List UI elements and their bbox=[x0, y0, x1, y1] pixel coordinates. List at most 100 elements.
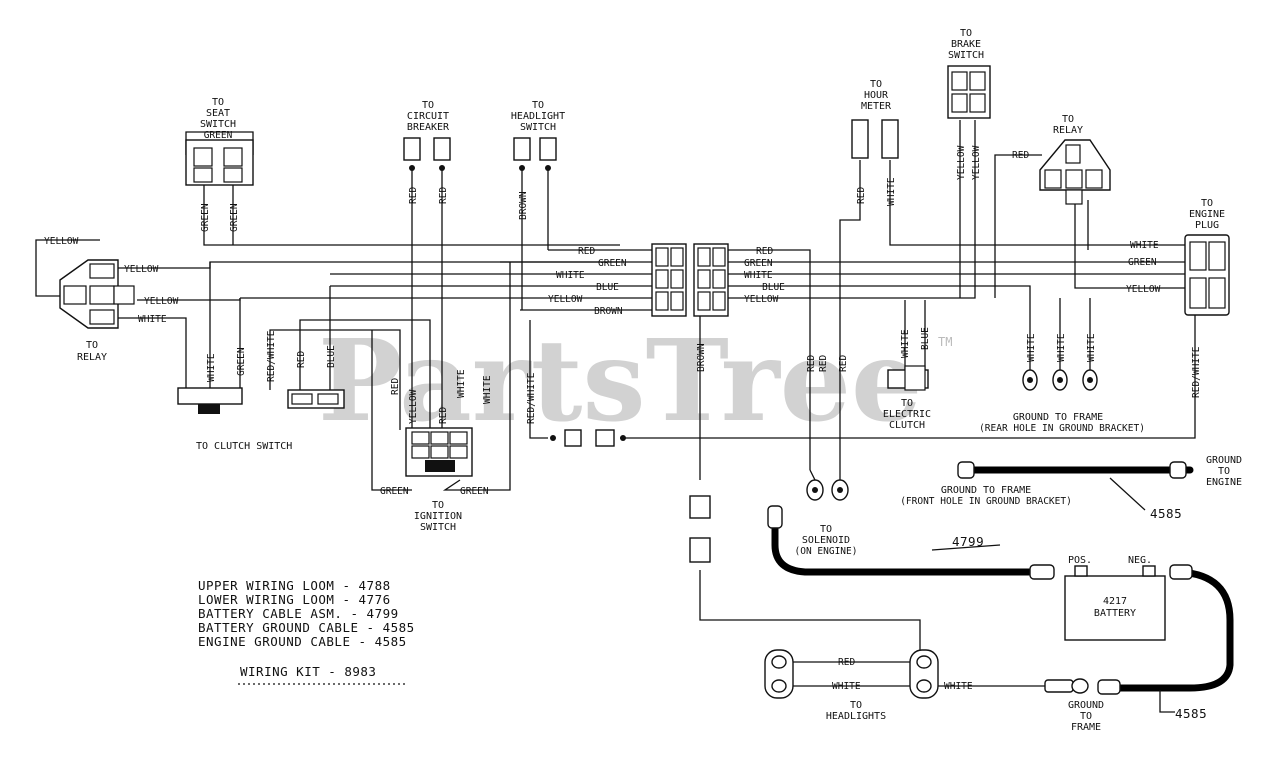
wire-label-green-ign-1: GREEN bbox=[380, 486, 409, 497]
red-white-inline-connector bbox=[550, 429, 626, 447]
relay-right-label-2: RELAY bbox=[1053, 125, 1083, 136]
electric-clutch-label-1: TO bbox=[901, 398, 913, 409]
wire-label-green-seat-1: GREEN bbox=[200, 203, 211, 232]
wire-label-yellow-out: YELLOW bbox=[744, 294, 779, 305]
headlight-switch-label-3: SWITCH bbox=[520, 122, 556, 133]
circuit-breaker-label-3: BREAKER bbox=[407, 122, 450, 133]
wire-label-white-out: WHITE bbox=[744, 270, 773, 281]
seat-switch-label-2: SEAT bbox=[206, 108, 230, 119]
legend-line-2: LOWER WIRING LOOM - 4776 bbox=[198, 592, 391, 607]
ground-frame-rear-note: (REAR HOLE IN GROUND BRACKET) bbox=[979, 423, 1145, 434]
headlight-switch-terminals bbox=[513, 137, 557, 171]
engine-plug-label-3: PLUG bbox=[1195, 220, 1219, 231]
circuit-breaker-terminals bbox=[403, 137, 451, 171]
brown-wire-connector bbox=[689, 495, 711, 563]
ground-frame-bottom-label-2: TO bbox=[1080, 711, 1092, 722]
watermark: PartsTree bbox=[318, 316, 922, 447]
wire-label-brown-down: BROWN bbox=[696, 343, 707, 372]
wire-label-white-gnd-1: WHITE bbox=[1026, 333, 1037, 362]
wire-label-white-ground: WHITE bbox=[944, 681, 973, 692]
solenoid-label-2: SOLENOID bbox=[802, 535, 850, 546]
wire-label-yellow-brake-1: YELLOW bbox=[956, 145, 967, 180]
ignition-switch-label-3: SWITCH bbox=[420, 522, 456, 533]
wire-label-redwhite-plug: RED/WHITE bbox=[1191, 346, 1202, 398]
legend: UPPER WIRING LOOM - 4788 LOWER WIRING LO… bbox=[198, 578, 415, 685]
headlight-switch-label-2: HEADLIGHT bbox=[511, 111, 565, 122]
clutch-switch-connectors bbox=[177, 387, 345, 414]
part-number-4585-top: 4585 bbox=[1150, 506, 1182, 521]
wire-label-red-hm: RED bbox=[856, 187, 867, 204]
ground-cable-top-ends bbox=[957, 461, 1187, 479]
ground-frame-bottom-label-3: FRAME bbox=[1071, 722, 1101, 733]
wire-label-green-plug: GREEN bbox=[1128, 257, 1157, 268]
battery-label-1: 4217 bbox=[1103, 596, 1127, 607]
wire-label-red-sol-1: RED bbox=[806, 355, 817, 372]
brake-switch-label-3: SWITCH bbox=[948, 50, 984, 61]
wire-label-green-bus: GREEN bbox=[598, 258, 627, 269]
electric-clutch-connector bbox=[887, 365, 929, 391]
wire-label-red-clutch: RED bbox=[296, 351, 307, 368]
brake-switch-connector bbox=[947, 65, 991, 119]
wire-label-red-cb-2: RED bbox=[438, 187, 449, 204]
ground-engine-label-2: TO bbox=[1218, 466, 1230, 477]
hour-meter-label-3: METER bbox=[861, 101, 892, 112]
ignition-switch-label-1: TO bbox=[432, 500, 444, 511]
wire-label-green-out: GREEN bbox=[744, 258, 773, 269]
wire-label-redwhite-clutch: RED/WHITE bbox=[266, 330, 277, 382]
relay-left-label-1: TO bbox=[86, 340, 98, 351]
headlights-label-1: TO bbox=[850, 700, 862, 711]
wires bbox=[35, 120, 1196, 687]
wire-label-red-sol-2: RED bbox=[818, 355, 829, 372]
seat-switch-wire-green: GREEN bbox=[204, 130, 233, 141]
ground-frame-rear-label: GROUND TO FRAME bbox=[1013, 412, 1103, 423]
battery-pos-label: POS. bbox=[1068, 555, 1092, 566]
wire-label-brown-hs: BROWN bbox=[518, 191, 529, 220]
relay-left-connector bbox=[59, 259, 135, 329]
headlight-terminals bbox=[764, 649, 939, 699]
ground-frame-bottom-label-1: GROUND bbox=[1068, 700, 1104, 711]
wire-label-blue-bus: BLUE bbox=[596, 282, 619, 293]
wire-label-white-ign: WHITE bbox=[456, 369, 467, 398]
harness-connector-right bbox=[693, 243, 729, 317]
seat-switch-label-3: SWITCH bbox=[200, 119, 236, 130]
headlight-switch-label-1: TO bbox=[532, 100, 544, 111]
wire-label-yellow-relay-loop: YELLOW bbox=[44, 236, 79, 247]
wire-label-blue-ec: BLUE bbox=[920, 327, 931, 350]
clutch-switch-label: TO CLUTCH SWITCH bbox=[196, 441, 292, 452]
wire-label-white-gnd-3: WHITE bbox=[1086, 333, 1097, 362]
component-labels: TO SEAT SWITCH GREEN TO CIRCUIT BREAKER … bbox=[77, 28, 1242, 733]
wire-label-white-gnd-2: WHITE bbox=[1056, 333, 1067, 362]
battery-cable-ends bbox=[767, 505, 1055, 580]
engine-plug-label-1: TO bbox=[1201, 198, 1213, 209]
wire-label-red-ign-2: RED bbox=[438, 407, 449, 424]
harness-connector-left bbox=[651, 243, 687, 317]
legend-line-5: ENGINE GROUND CABLE - 4585 bbox=[198, 634, 407, 649]
solenoid-ring-terminals bbox=[806, 479, 849, 501]
hour-meter-label-1: TO bbox=[870, 79, 882, 90]
wire-label-red-cb-1: RED bbox=[408, 187, 419, 204]
wire-label-yellow-relay-1: YELLOW bbox=[124, 264, 159, 275]
wire-label-white-ec: WHITE bbox=[900, 329, 911, 358]
part-number-4799: 4799 bbox=[952, 534, 984, 549]
solenoid-label-3: (ON ENGINE) bbox=[795, 546, 858, 557]
wire-label-yellow-plug: YELLOW bbox=[1126, 284, 1161, 295]
wire-label-red-ign: RED bbox=[390, 378, 401, 395]
wire-label-white-clutch: WHITE bbox=[206, 353, 217, 382]
wire-label-yellow-relay-2: YELLOW bbox=[144, 296, 179, 307]
ground-frame-front-label: GROUND TO FRAME bbox=[941, 485, 1031, 496]
wire-label-red-bus: RED bbox=[578, 246, 595, 257]
wire-label-red-relay: RED bbox=[1012, 150, 1029, 161]
wire-label-green-ign-2: GREEN bbox=[460, 486, 489, 497]
legend-line-4: BATTERY GROUND CABLE - 4585 bbox=[198, 620, 415, 635]
part-number-4585-bottom: 4585 bbox=[1175, 706, 1207, 721]
wire-label-blue-out: BLUE bbox=[762, 282, 785, 293]
ground-engine-label-3: ENGINE bbox=[1206, 477, 1242, 488]
wire-label-blue-clutch: BLUE bbox=[326, 345, 337, 368]
ground-cable-bottom bbox=[1101, 568, 1234, 692]
hour-meter-terminals bbox=[851, 119, 899, 159]
battery-cable bbox=[771, 516, 1044, 576]
relay-left-label-2: RELAY bbox=[77, 352, 107, 363]
wire-label-yellow-brake-2: YELLOW bbox=[971, 145, 982, 180]
circuit-breaker-label-1: TO bbox=[422, 100, 434, 111]
